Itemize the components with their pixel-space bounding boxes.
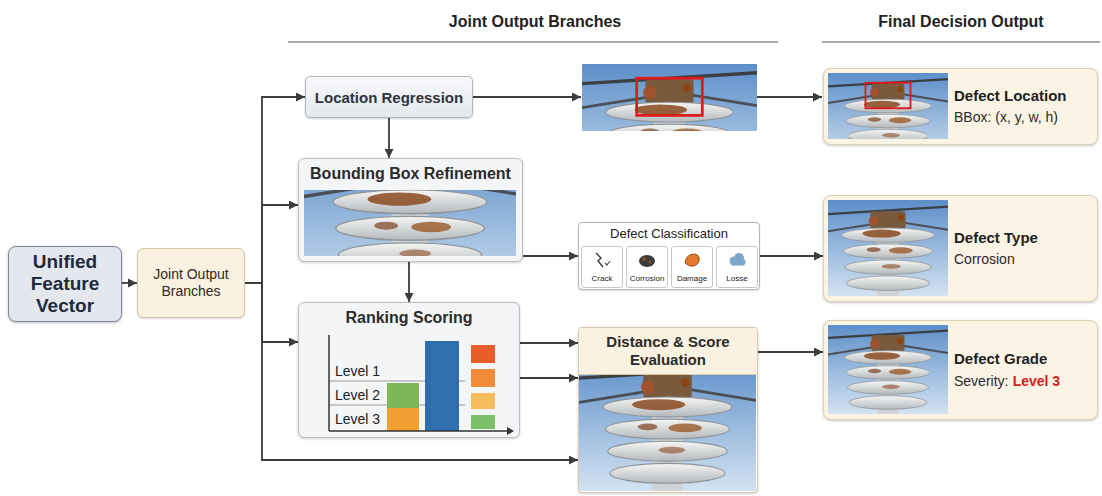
node-text: Level 3 [1013, 373, 1060, 389]
figure-path [507, 427, 514, 435]
text-column: Defect GradeSeverity: Level 3 [954, 321, 1093, 419]
flow-connector [388, 118, 390, 158]
flow-arrow [757, 96, 822, 98]
figure-rect [471, 345, 495, 363]
output-card: Defect TypeCorrosion [823, 195, 1098, 302]
figure-use [304, 190, 516, 256]
node-title: Defect Location [954, 86, 1093, 105]
feature-box: Unified Feature Vector [8, 246, 122, 322]
section-heading: Joint Output Branches [290, 12, 780, 32]
heading-rule [822, 42, 1100, 43]
defect-icon-box: Corrosion [626, 246, 668, 288]
crack-icon [592, 251, 612, 269]
insulator-photo [828, 200, 948, 296]
section-heading: Final Decision Output [822, 12, 1100, 32]
loose-icon [727, 251, 747, 269]
figure-use [828, 73, 948, 139]
insulator-photo [579, 375, 756, 491]
figure-circle [642, 257, 646, 261]
insulator-photo [828, 73, 948, 139]
flow-connector [245, 205, 298, 283]
damage-icon [682, 251, 702, 269]
output-card: Defect LocationBBox: (x, y, w, h) [823, 68, 1098, 145]
node-title: Crack [582, 274, 622, 284]
classification-box: Defect ClassificationCrack Corrosion Damag… [578, 222, 760, 290]
flow-connector [245, 97, 305, 283]
flow-connector [122, 282, 137, 284]
detection-box [637, 78, 703, 115]
node-title: Ranking Scoring [299, 308, 519, 328]
figure-line [328, 335, 330, 431]
node-title: Defect Classification [579, 226, 759, 242]
corrosion-icon [637, 251, 657, 269]
node-title: Defect Grade [954, 349, 1093, 368]
node-text: BBox: (x, y, w, h) [954, 108, 1093, 127]
figure-use [579, 375, 756, 491]
defect-icon-box: Losse [716, 246, 758, 288]
flow-connector [758, 351, 823, 353]
insulator-photo [582, 64, 757, 131]
axis-label: Level 1 [335, 363, 380, 379]
figure-use [828, 200, 948, 296]
header-band: Distance & Score Evaluation [579, 328, 757, 375]
severity-line: Severity: Level 3 [954, 371, 1093, 391]
text-column: Defect LocationBBox: (x, y, w, h) [954, 69, 1093, 144]
node-title: Damage [672, 274, 712, 284]
insulator-photo [304, 190, 516, 256]
flow-connector [245, 283, 578, 460]
defect-icon-box: Crack [581, 246, 623, 288]
node-title: Joint Output Branches [146, 266, 236, 300]
defect-icon-box: Damage [671, 246, 713, 288]
flow-connector [523, 255, 578, 257]
figure-line [329, 430, 507, 432]
figure-rect [471, 415, 495, 429]
flow-connector [408, 262, 410, 302]
node-title: Unified Feature Vector [15, 251, 115, 317]
text-column: Defect TypeCorrosion [954, 196, 1093, 301]
figure-rect [471, 369, 495, 387]
node-text: Severity: [954, 373, 1008, 389]
output-card: Defect GradeSeverity: Level 3 [823, 320, 1098, 420]
figure-path [685, 254, 699, 266]
figure-rect [425, 341, 459, 431]
figure-path [605, 261, 610, 265]
flow-connector [520, 377, 578, 379]
node-text: Corrosion [954, 250, 1093, 269]
process-box: Location Regression [305, 76, 473, 118]
figure-ellipse [639, 255, 655, 267]
node-title: Corrosion [627, 274, 667, 284]
figure-circle [649, 261, 652, 264]
figure-rect [387, 383, 419, 431]
flow-connector [520, 342, 578, 344]
figure-path [596, 253, 603, 267]
heading-rule [288, 42, 778, 43]
node-title: Losse [717, 274, 757, 284]
node-title: Distance & Score Evaluation [587, 333, 749, 369]
branch-box: Joint Output Branches [137, 248, 245, 318]
insulator-image [582, 64, 757, 131]
ranking-panel: Ranking ScoringLevel 1 Level 2 Level 3 [298, 302, 520, 438]
figure-rect [866, 83, 911, 109]
node-title: Location Regression [312, 89, 466, 106]
node-title: Defect Type [954, 228, 1093, 247]
ranking-chart [299, 331, 519, 435]
flow-arrow [473, 96, 581, 98]
insulator-photo [828, 325, 948, 414]
figure-rect [471, 393, 495, 409]
flow-connector [760, 255, 823, 257]
refine-panel: Bounding Box Refinement [298, 158, 523, 262]
flow-connector [245, 283, 298, 342]
axis-label: Level 2 [335, 387, 380, 403]
figure-use [828, 325, 948, 414]
figure-rect [387, 408, 419, 431]
evaluation-panel: Distance & Score Evaluation [578, 327, 758, 493]
node-title: Bounding Box Refinement [299, 164, 522, 184]
axis-label: Level 3 [335, 411, 380, 427]
figure-rect [733, 261, 743, 266]
